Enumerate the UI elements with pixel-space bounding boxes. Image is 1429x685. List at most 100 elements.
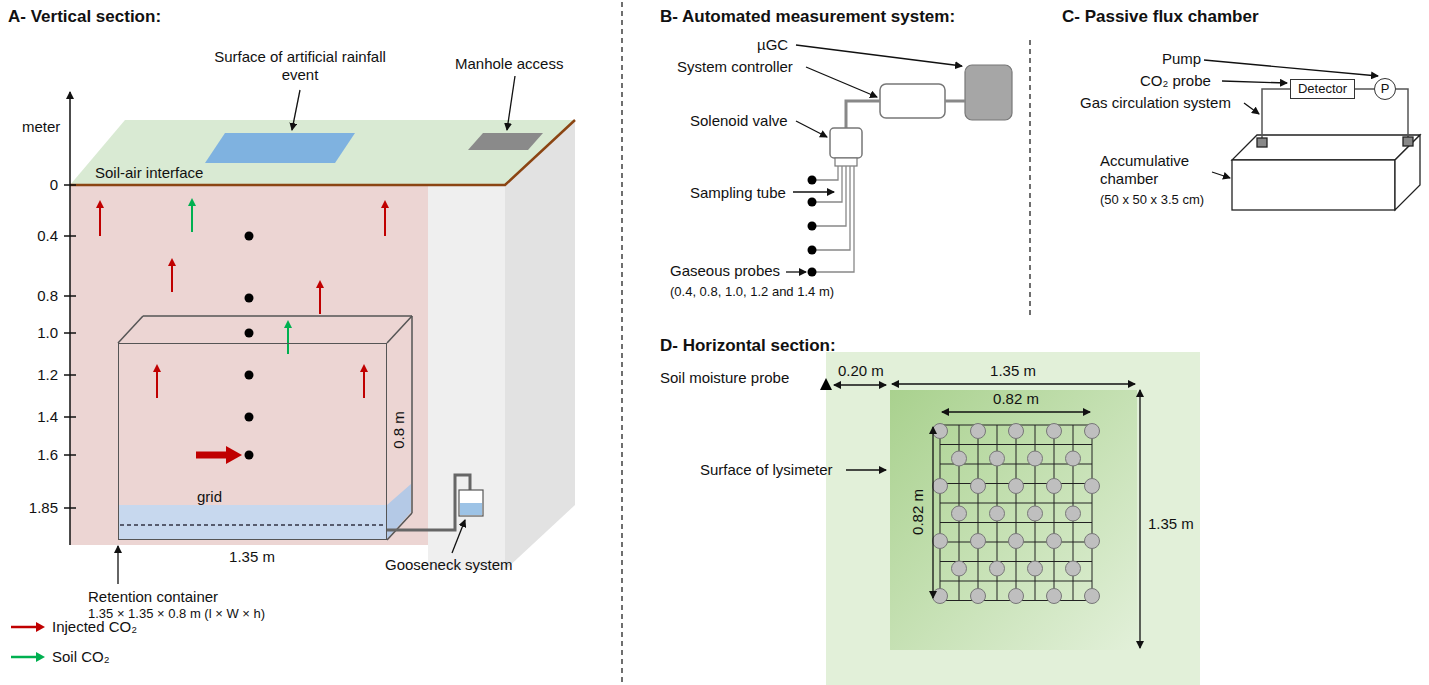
callout-label: 0.8 — [37, 287, 58, 305]
retention-container-edges-part — [118, 316, 143, 343]
lysimeter-plan-part-part — [1066, 561, 1081, 576]
depth-axis-part — [64, 374, 76, 376]
lysimeter-plan-part-part — [1092, 425, 1093, 601]
lysimeter-plan-part-part — [1047, 589, 1062, 604]
injected-co2-arrow-part — [384, 202, 386, 236]
lysimeter-plan-part — [940, 425, 1092, 601]
legend-arrow — [10, 650, 46, 664]
measurement-system-part — [830, 128, 862, 158]
measurement-system-part-part — [812, 166, 850, 250]
callout-label: Pump — [1162, 50, 1201, 68]
retention-container-edges-part — [387, 316, 412, 343]
callout-label: 1.6 — [37, 446, 58, 464]
lysimeter-plan-part-part — [1054, 425, 1055, 601]
measurement-system-part-part — [808, 222, 817, 231]
leader-line-part — [793, 191, 834, 192]
dimension-label: 0.82 m — [993, 390, 1039, 408]
callout-label: meter — [22, 118, 60, 136]
depth-axis-part — [69, 92, 71, 545]
lysimeter-plan-part-part — [990, 451, 1005, 466]
lysimeter-plan-part-part — [933, 534, 948, 549]
callout-label: Soil moisture probe — [660, 369, 789, 387]
lysimeter-plan-part-part — [1009, 589, 1024, 604]
dimension-line — [834, 384, 1140, 648]
callout-label: Accumulative chamber — [1100, 152, 1212, 188]
gooseneck — [387, 475, 483, 530]
dimension-label: 0.20 m — [838, 362, 884, 380]
lysimeter-plan-part-part — [940, 581, 1092, 582]
retention-container-edges-part — [120, 524, 385, 526]
lysimeter-plan-part-part — [971, 479, 986, 494]
depth-axis-part — [64, 184, 76, 186]
lysimeter-plan-part-part — [1028, 561, 1043, 576]
gas-probe — [245, 232, 254, 460]
lysimeter-plan-part-part — [1016, 425, 1017, 601]
flux-chamber-part — [1262, 89, 1290, 140]
injected-co2-arrow-part — [99, 202, 101, 236]
callout-label: Gas circulation system — [1080, 94, 1231, 112]
measurement-system-part-part — [808, 268, 817, 277]
lysimeter-plan-part-part — [971, 534, 986, 549]
lysimeter-plan-part-part — [1066, 506, 1081, 521]
lysimeter-plan-part-part — [1047, 424, 1062, 439]
gooseneck-part — [459, 490, 483, 516]
gas-probe-part — [245, 329, 254, 338]
legend-text: Soil CO₂ — [52, 648, 110, 665]
soil-block-part — [70, 120, 575, 185]
dimension-line-part — [932, 427, 933, 598]
leader-line-part — [117, 546, 118, 584]
note-text: (0.4, 0.8, 1.0, 1.2 and 1.4 m) — [670, 284, 834, 300]
flux-chamber-part — [1232, 160, 1395, 210]
flux-chamber-part — [1403, 137, 1413, 146]
injected-co2-arrow-part — [196, 452, 228, 459]
measurement-system-part — [808, 176, 817, 277]
retention-container-edges-part — [387, 513, 412, 540]
measurement-system-part — [965, 65, 1012, 120]
measurement-system-part — [835, 158, 857, 166]
measurement-system-part-part — [812, 166, 842, 202]
dimension-label: 1.35 m — [229, 548, 275, 566]
node-text: Detector — [1298, 81, 1347, 97]
flux-chamber — [1232, 89, 1420, 210]
lysimeter-plan-part-part — [952, 506, 967, 521]
lysimeter-plan-part-part — [1085, 479, 1100, 494]
callout-label: 0 — [50, 176, 58, 194]
callout-label: CO₂ probe — [1140, 72, 1211, 90]
lysimeter-plan-part-part — [933, 589, 948, 604]
depth-axis — [64, 92, 76, 545]
panel-separator-part — [1029, 40, 1030, 315]
legend-entry: Injected CO₂ — [10, 618, 137, 635]
lysimeter-plan-part-part — [971, 424, 986, 439]
leader-line-part — [1222, 81, 1287, 83]
lysimeter-plan-part-part — [952, 561, 967, 576]
injected-co2-arrow-part — [226, 446, 242, 464]
lysimeter-plan-part-part — [1047, 479, 1062, 494]
measurement-system-part-part — [808, 246, 817, 255]
panel-title: D- Horizontal section: — [660, 337, 836, 355]
dimension-label: 1.35 m — [990, 362, 1036, 380]
injected-co2-arrow-part — [171, 260, 173, 292]
dimension-label: 0.8 m — [390, 411, 408, 449]
measurement-system-part-part — [808, 176, 817, 185]
dimension-line-part — [942, 411, 1090, 412]
legend-text: Injected CO₂ — [52, 618, 137, 635]
retention-container-edges-part — [411, 316, 413, 513]
leader-line-part — [796, 45, 962, 66]
tube-connector — [1355, 88, 1374, 90]
soil-block-part — [205, 133, 355, 163]
lysimeter-plan — [820, 352, 1200, 685]
gas-probe-part — [245, 232, 254, 241]
lysimeter-plan-part-part — [1047, 534, 1062, 549]
panel-title: A- Vertical section: — [8, 8, 161, 26]
soil-block-part — [70, 185, 428, 545]
panel-separator-part — [621, 2, 622, 683]
callout-label: 0.4 — [37, 227, 58, 245]
callout-label: 1.85 — [29, 499, 58, 517]
gas-probe-part — [245, 451, 254, 460]
lysimeter-plan-part-part — [1028, 451, 1043, 466]
callout-label: Surface of lysimeter — [700, 461, 833, 479]
retention-container-edges-part — [143, 315, 412, 317]
measurement-system-part-part — [808, 198, 817, 207]
leader-line-part — [292, 90, 300, 130]
callout-label: Gooseneck system — [385, 556, 513, 574]
